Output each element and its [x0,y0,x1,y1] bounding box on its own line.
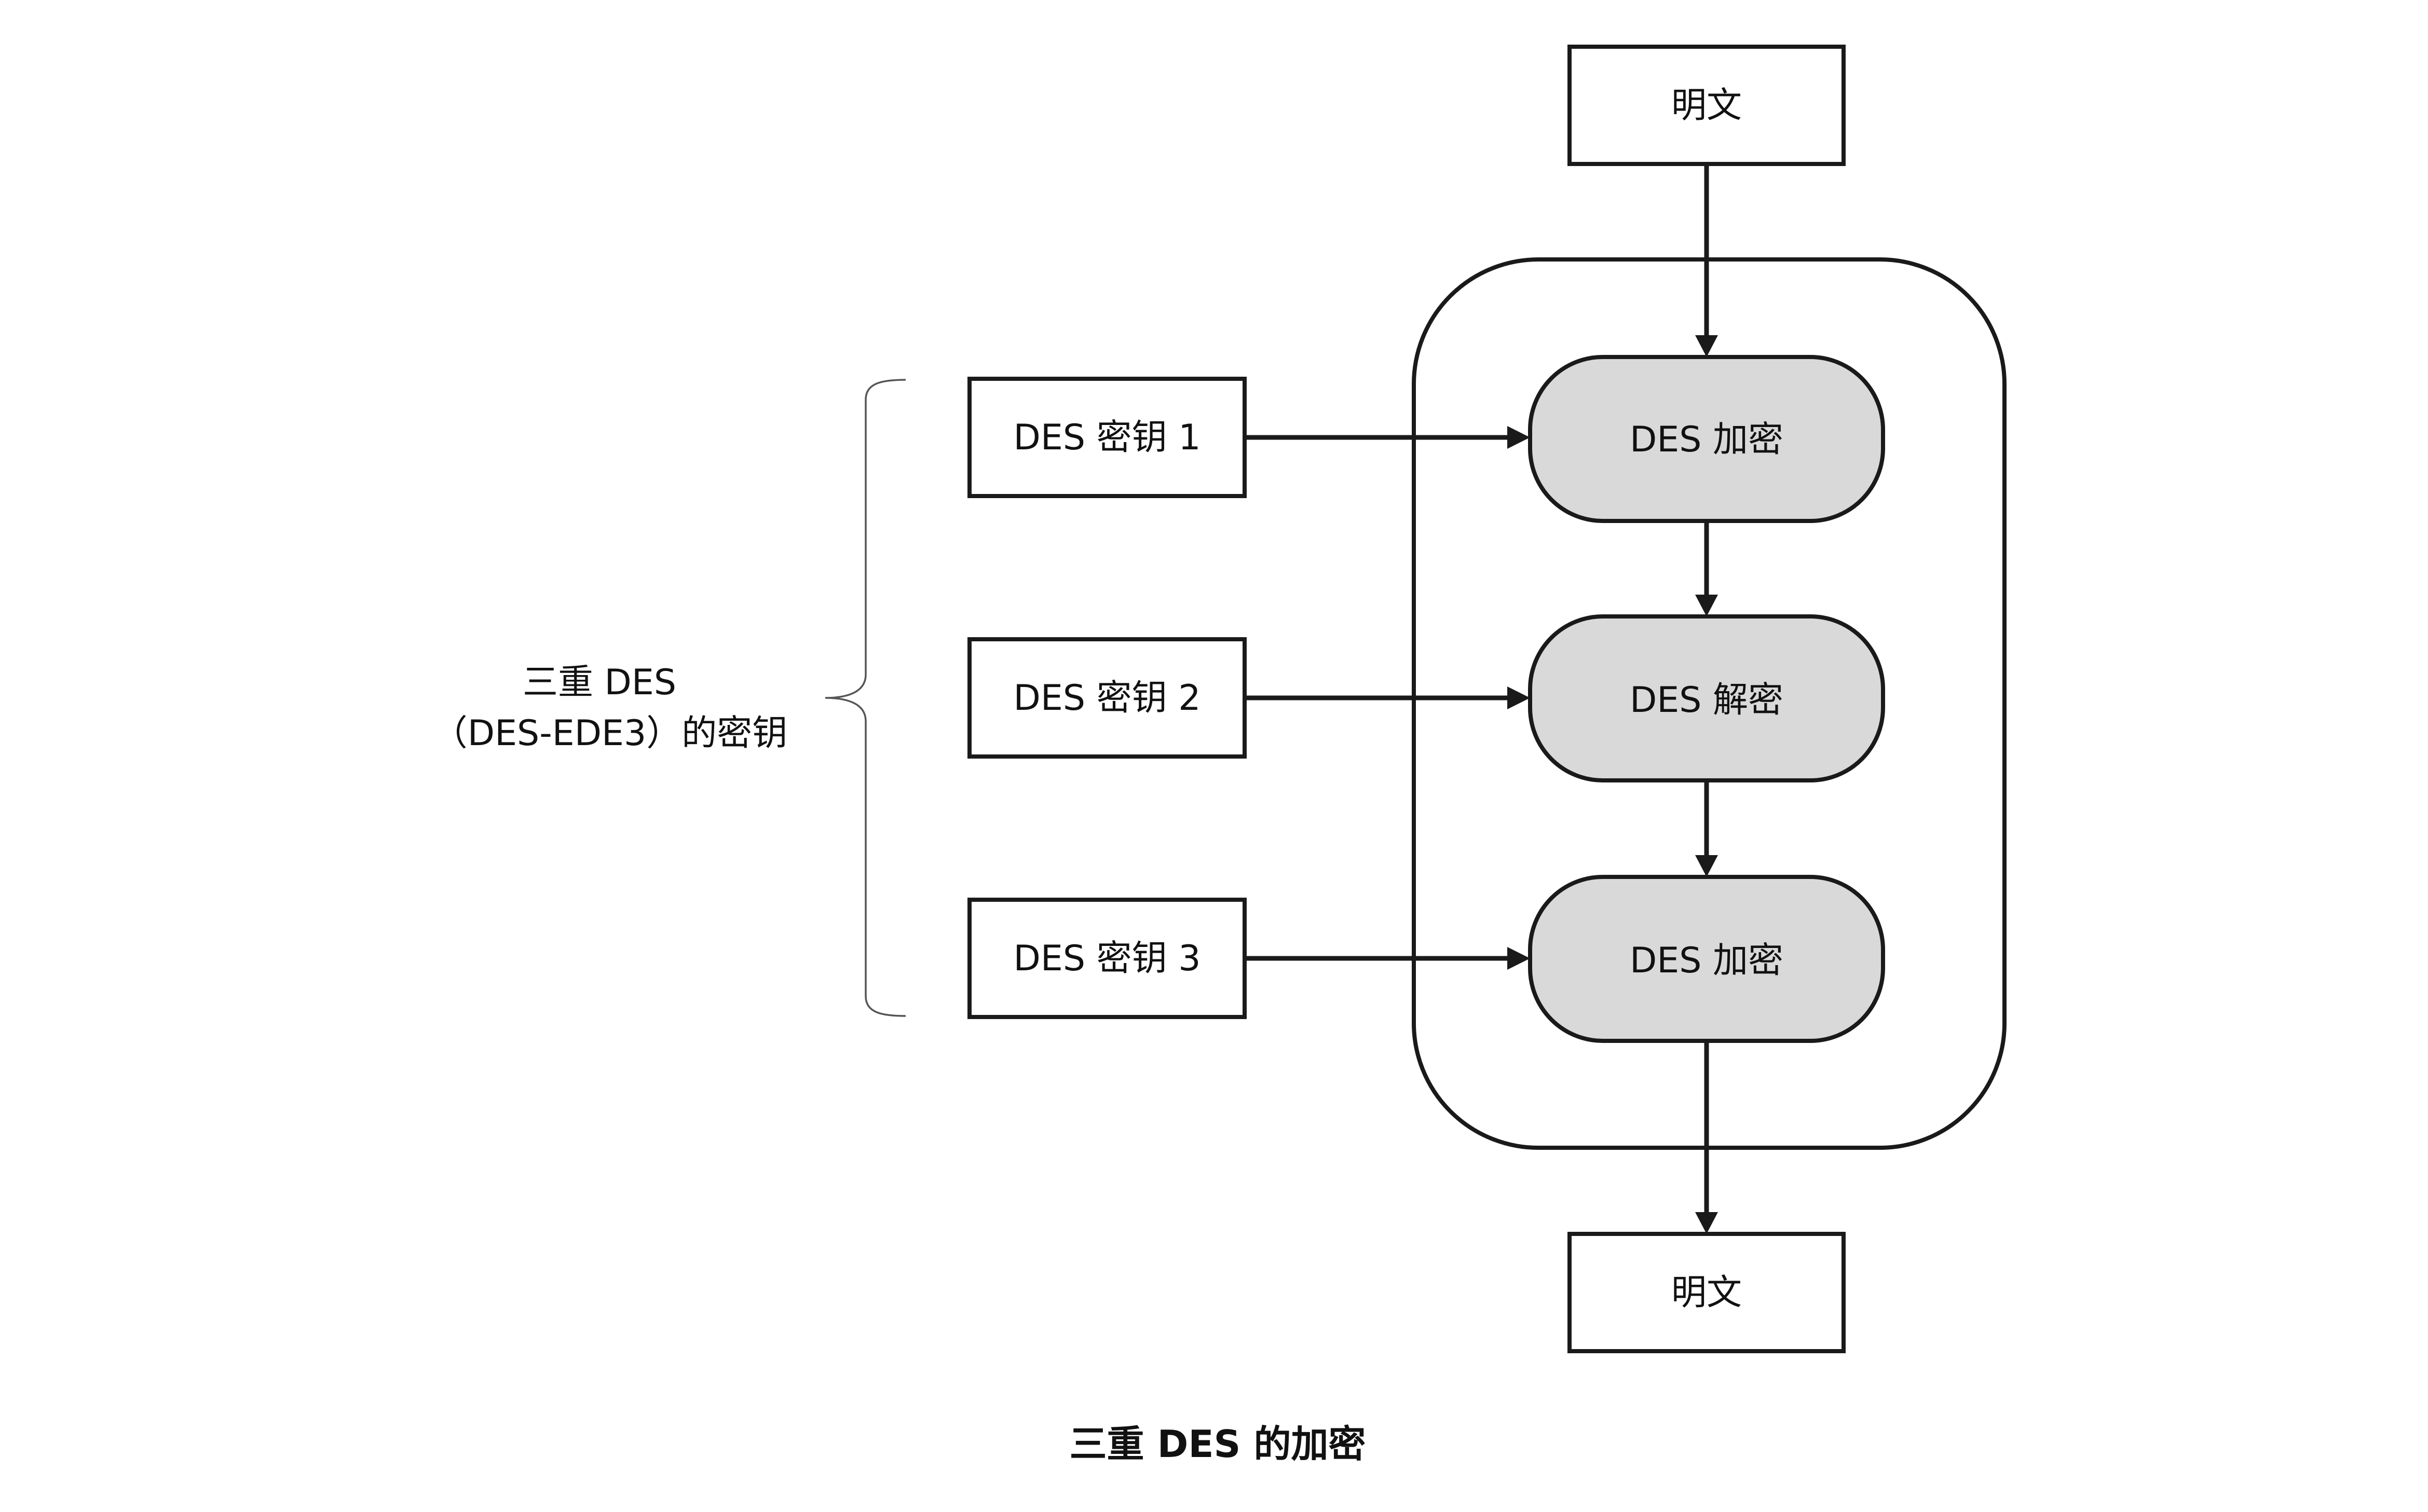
des-key-2-label: DES 密钥 2 [1014,678,1201,719]
plaintext-output-label: 明文 [1671,1272,1742,1313]
des-key-1-label: DES 密钥 1 [1014,417,1201,458]
plaintext-input-label: 明文 [1671,85,1742,126]
key-group-brace [825,379,906,1017]
des-key-1-box [967,377,1247,498]
flow-arrow-decrypt-2-to-encrypt-3 [1695,780,1718,877]
key-arrow-1 [1245,426,1530,449]
des-key-3-box [967,898,1247,1019]
key-arrow-3 [1245,947,1530,970]
des-decrypt-2-label: DES 解密 [1630,680,1783,721]
des-ede3-container [1412,257,2007,1150]
side-label-line-1: 三重 DES [523,662,676,703]
side-label-line-2: （DES-EDE3）的密钥 [432,713,788,754]
des-key-3-label: DES 密钥 3 [1014,938,1201,979]
plaintext-output-box [1567,1232,1846,1353]
des-encrypt-3-label: DES 加密 [1630,940,1783,981]
flow-arrow-plaintext-to-encrypt-1 [1695,164,1718,357]
flow-arrow-encrypt-3-to-plaintext [1695,1041,1718,1234]
diagram-caption: 三重 DES 的加密 [1070,1422,1366,1466]
flow-arrow-encrypt-1-to-decrypt-2 [1695,521,1718,616]
key-arrow-2 [1245,686,1530,709]
des-encrypt-1-label: DES 加密 [1630,419,1783,460]
des-key-2-box [967,637,1247,759]
